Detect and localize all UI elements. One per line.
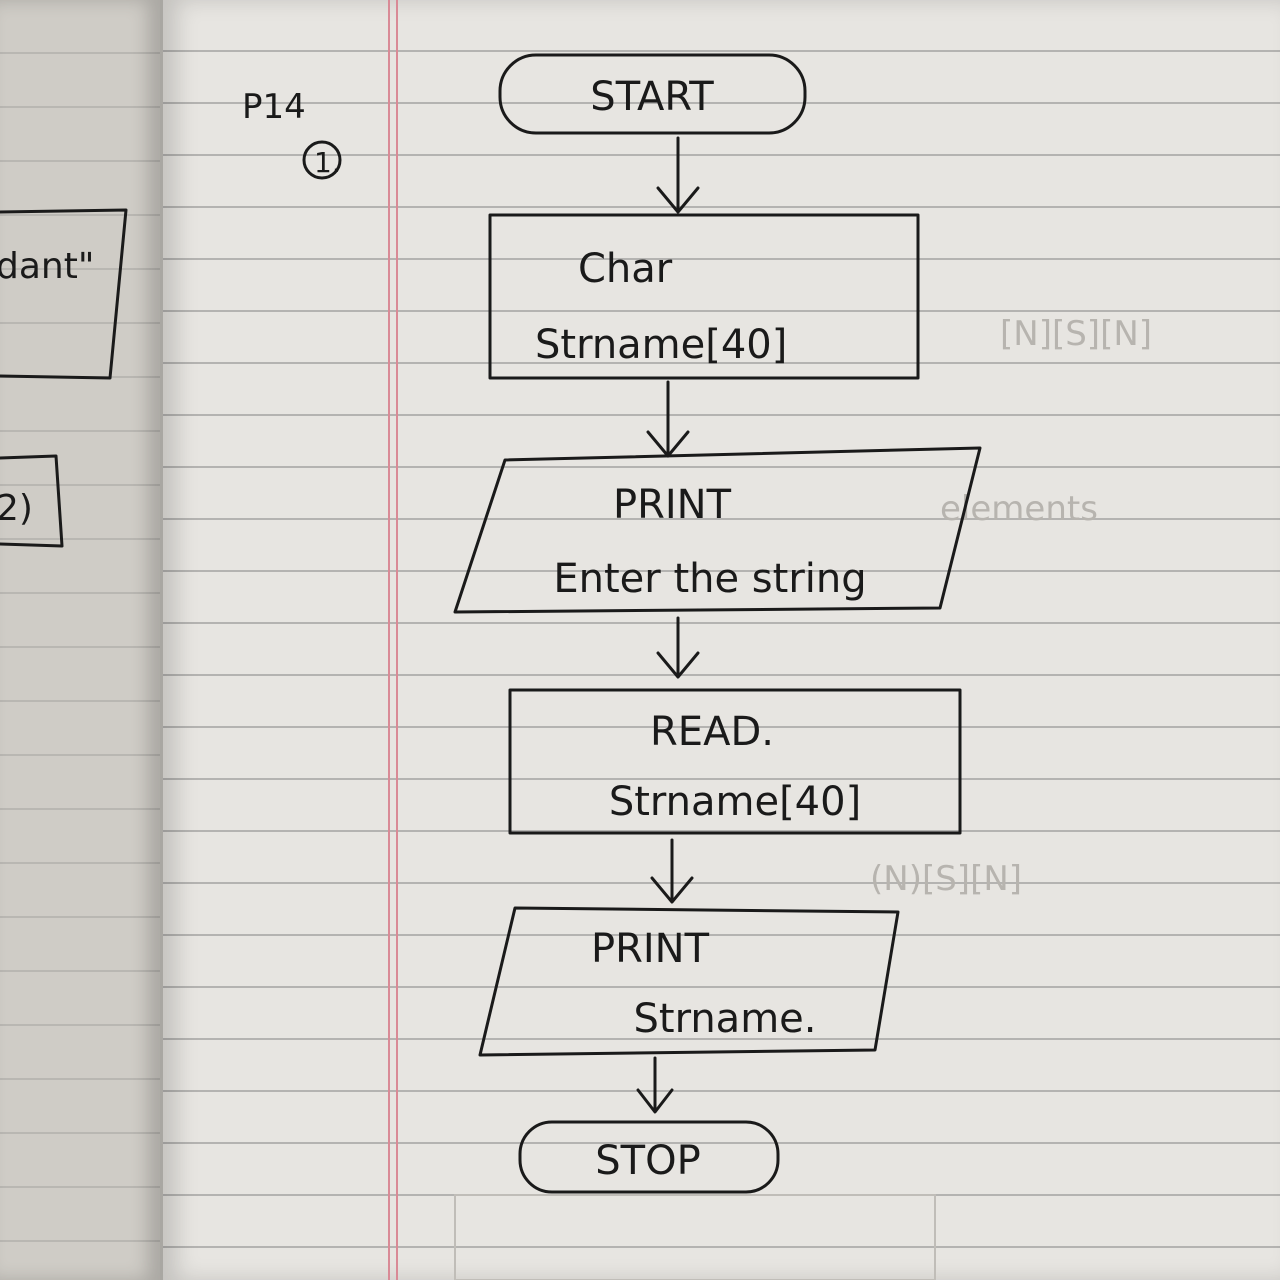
declare-line-1: Char bbox=[578, 246, 673, 292]
arrow-1-head bbox=[656, 186, 700, 214]
stop-terminator bbox=[518, 1120, 780, 1194]
print2-line-1: PRINT bbox=[591, 926, 710, 972]
print-io-box-2 bbox=[478, 906, 900, 1057]
question-number: 1. bbox=[314, 146, 341, 179]
arrow-4-head bbox=[650, 876, 694, 904]
left-page-fragment-2: 2) bbox=[0, 488, 33, 529]
faint-show-through-box bbox=[454, 1194, 936, 1280]
print1-line-2: Enter the string bbox=[553, 556, 866, 602]
declare-line-2: Strname[40] bbox=[535, 322, 787, 368]
print1-line-1: PRINT bbox=[613, 482, 732, 528]
start-label: START bbox=[590, 74, 714, 120]
arrow-5-head bbox=[636, 1088, 674, 1114]
left-page-box-2 bbox=[0, 454, 64, 548]
read-box bbox=[508, 688, 962, 835]
left-page-fragment-1: dant" bbox=[0, 246, 94, 287]
print2-line-2: Strname. bbox=[634, 996, 817, 1042]
faint-show-through-3: (N)[S][N] bbox=[870, 859, 1022, 899]
left-notebook-page bbox=[0, 0, 163, 1280]
arrow-3-head bbox=[656, 651, 700, 679]
margin-line-2 bbox=[396, 0, 398, 1280]
read-line-1: READ. bbox=[650, 709, 774, 755]
start-terminator bbox=[498, 53, 807, 135]
question-number-circle bbox=[302, 140, 342, 180]
print-io-box-1 bbox=[453, 446, 982, 614]
faint-show-through-1: [N][S][N] bbox=[1000, 314, 1152, 354]
left-page-box-1 bbox=[0, 208, 128, 380]
stop-label: STOP bbox=[595, 1138, 700, 1184]
right-notebook-page bbox=[163, 0, 1280, 1280]
faint-show-through-2: elements bbox=[940, 489, 1098, 529]
margin-line-1 bbox=[388, 0, 390, 1280]
page-number: P14 bbox=[242, 87, 306, 127]
read-line-2: Strname[40] bbox=[609, 779, 861, 825]
declare-process-box bbox=[488, 213, 920, 380]
